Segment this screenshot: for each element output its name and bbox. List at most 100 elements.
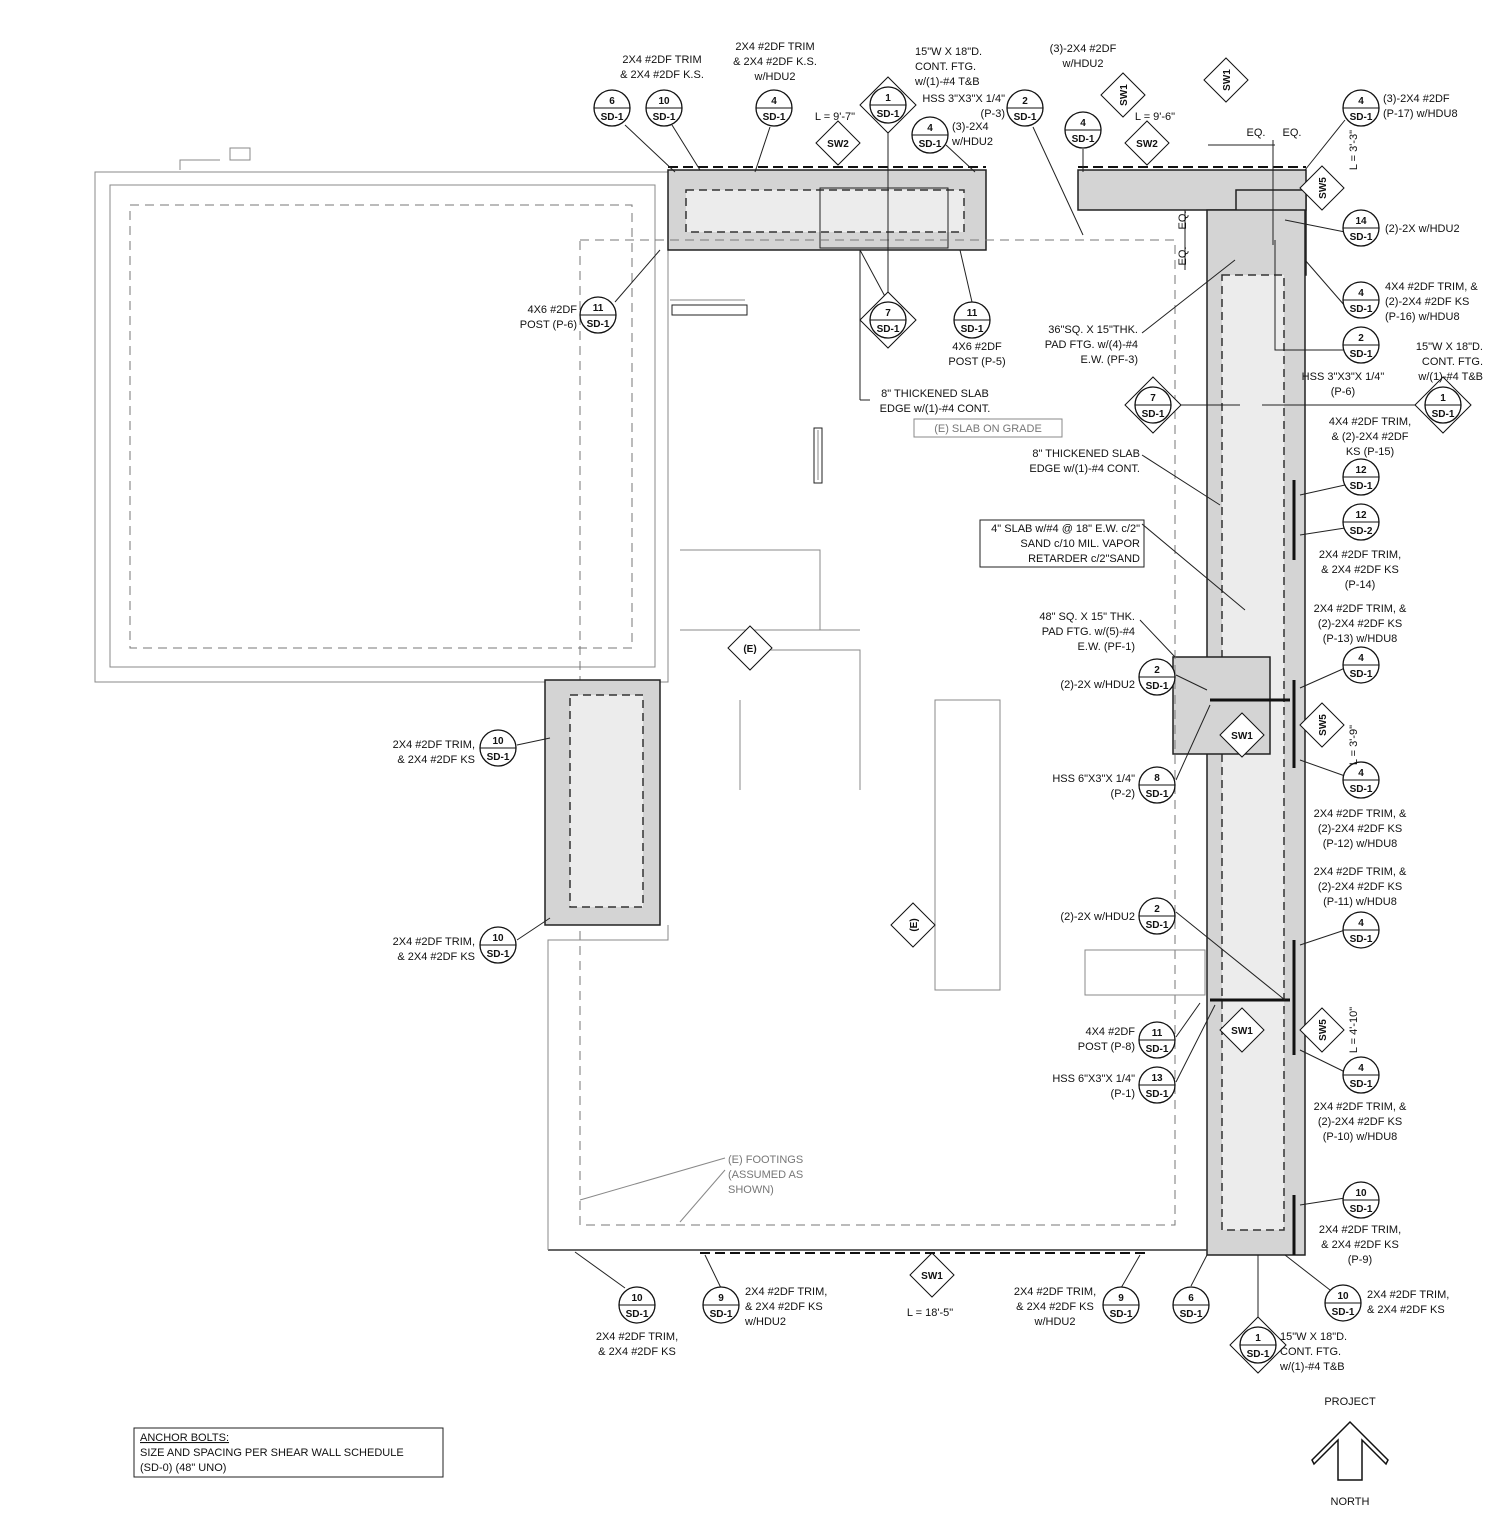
note-line: & 2X4 #2DF KS <box>397 754 475 766</box>
note-line: & 2X4 #2DF KS <box>1321 1239 1399 1251</box>
length-label: L = 18'-5" <box>907 1307 953 1319</box>
callout-sheet: SD-1 <box>1350 669 1373 680</box>
callout-number: 2 <box>1022 96 1028 107</box>
anchor-bolts-line: SIZE AND SPACING PER SHEAR WALL SCHEDULE <box>140 1447 404 1459</box>
callout-sheet: SD-1 <box>1142 409 1165 420</box>
callout-sheet: SD-1 <box>626 1309 649 1320</box>
note-line: POST (P-8) <box>1078 1041 1135 1053</box>
note-line: SAND c/10 MIL. VAPOR <box>1020 538 1140 550</box>
note-line: HSS 6"X3"X 1/4" <box>1052 1073 1135 1085</box>
callout-number: 14 <box>1355 216 1367 227</box>
note-line: 2X4 #2DF TRIM, & <box>1314 866 1407 878</box>
section-callout: 7SD-1 <box>1124 376 1182 434</box>
tag-label: SW1 <box>1119 84 1130 106</box>
tag-label: (E) <box>743 644 756 655</box>
section-callout: 1SD-1 <box>1414 376 1472 434</box>
anchor-bolts-line: (SD-0) (48" UNO) <box>140 1462 226 1474</box>
note: 4X6 #2DF POST (P-6) <box>520 304 578 331</box>
callout-number: 11 <box>967 308 978 319</box>
note-line: & 2X4 #2DF KS <box>1321 564 1399 576</box>
note-line: PAD FTG. w/(5)-#4 <box>1042 626 1135 638</box>
section-lines <box>887 125 1425 1325</box>
note-line: KS (P-15) <box>1346 446 1394 458</box>
note: HSS 3"X3"X 1/4" (P-6) <box>1302 371 1385 398</box>
note-line: 4X6 #2DF <box>527 304 577 316</box>
note-line: 36"SQ. X 15"THK. <box>1048 324 1138 336</box>
callout-sheet: SD-1 <box>1072 134 1095 145</box>
callout-sheet: SD-1 <box>877 109 900 120</box>
callout-sheet: SD-1 <box>1146 1044 1169 1055</box>
callout-sheet: SD-1 <box>487 752 510 763</box>
detail-callout: 4SD-1 <box>1342 761 1380 799</box>
callout-number: 7 <box>1150 393 1156 404</box>
callout-sheet: SD-1 <box>1350 349 1373 360</box>
note-line: (2)-2X4 #2DF KS <box>1318 881 1402 893</box>
tag-label: SW2 <box>827 139 849 150</box>
tag-label: SW5 <box>1318 177 1329 199</box>
note-line: (P-17) w/HDU8 <box>1383 108 1458 120</box>
callout-number: 10 <box>631 1293 643 1304</box>
note-line: 2X4 #2DF TRIM, <box>1367 1289 1449 1301</box>
note-line: 2X4 #2DF TRIM, & <box>1314 1101 1407 1113</box>
callout-number: 6 <box>1188 1293 1194 1304</box>
note-line: (P-9) <box>1348 1254 1372 1266</box>
annotation-notes: 2X4 #2DF TRIM& 2X4 #2DF K.S.2X4 #2DF TRI… <box>393 41 1483 1373</box>
length-label: L = 4'-10" <box>1348 1007 1360 1053</box>
callout-number: 2 <box>1358 333 1364 344</box>
shear-wall-tag: SW1 <box>1203 57 1249 103</box>
note-line: 4X4 #2DF TRIM, <box>1329 416 1411 428</box>
shear-wall-tag: SW2 <box>815 120 861 166</box>
note-line: (P-12) w/HDU8 <box>1323 838 1398 850</box>
note-line: POST (P-6) <box>520 319 577 331</box>
note-line: 2X4 #2DF TRIM, & <box>1314 603 1407 615</box>
note: 15"W X 18"D.CONT. FTG.w/(1)-#4 T&B <box>1279 1331 1347 1373</box>
note-line: & 2X4 #2DF K.S. <box>733 56 817 68</box>
detail-callout: 6SD-1 <box>1172 1286 1210 1324</box>
note-line: & 2X4 #2DF KS <box>1016 1301 1094 1313</box>
note-line: (P-11) w/HDU8 <box>1323 896 1397 908</box>
note: 2X4 #2DF TRIM, &(2)-2X4 #2DF KS(P-10) w/… <box>1314 1101 1407 1143</box>
callout-sheet: SD-1 <box>1432 409 1455 420</box>
note-line: 8" THICKENED SLAB <box>881 388 989 400</box>
tag-label: SW2 <box>1136 139 1158 150</box>
shear-wall-tag: SW2 <box>1124 120 1170 166</box>
note-line: HSS 3"X3"X 1/4" <box>922 93 1005 105</box>
callout-number: 4 <box>1358 1063 1364 1074</box>
existing-garage <box>94 147 669 683</box>
note-line: 15"W X 18"D. <box>915 46 982 58</box>
tag-label: SW1 <box>1222 69 1233 91</box>
detail-callout: 2SD-1 <box>1342 326 1380 364</box>
callout-sheet: SD-1 <box>919 139 942 150</box>
detail-callout: 4SD-1 <box>1342 911 1380 949</box>
note-line: (P-6) <box>1331 386 1355 398</box>
tag-label: SW1 <box>1231 1026 1253 1037</box>
note-line: w/(1)-#4 T&B <box>1279 1361 1345 1373</box>
shear-wall-tag: SW5 <box>1299 1007 1345 1053</box>
callout-number: 1 <box>1255 1333 1261 1344</box>
shear-wall-tag: SW1 <box>1100 72 1146 118</box>
length-label: L = 9'-6" <box>1135 111 1175 123</box>
callout-sheet: SD-1 <box>1350 1204 1373 1215</box>
callout-sheet: SD-1 <box>601 112 624 123</box>
north-arrow: PROJECT NORTH <box>1311 1396 1389 1508</box>
note-line: w/HDU2 <box>1062 58 1104 70</box>
note: 2X4 #2DF TRIM,& 2X4 #2DF KSw/HDU2 <box>1014 1286 1096 1328</box>
detail-callout: 9SD-1 <box>702 1286 740 1324</box>
note-line: CONT. FTG. <box>1422 356 1483 368</box>
callout-sheet: SD-1 <box>877 324 900 335</box>
detail-callout: 4SD-1 <box>911 116 949 154</box>
anchor-bolts-note: ANCHOR BOLTS: SIZE AND SPACING PER SHEAR… <box>133 1427 444 1478</box>
callout-sheet: SD-1 <box>1014 112 1037 123</box>
callout-sheet: SD-1 <box>1350 934 1373 945</box>
eq-label: EQ. <box>1177 247 1189 266</box>
note-line: HSS 3"X3"X 1/4" <box>1302 371 1385 383</box>
